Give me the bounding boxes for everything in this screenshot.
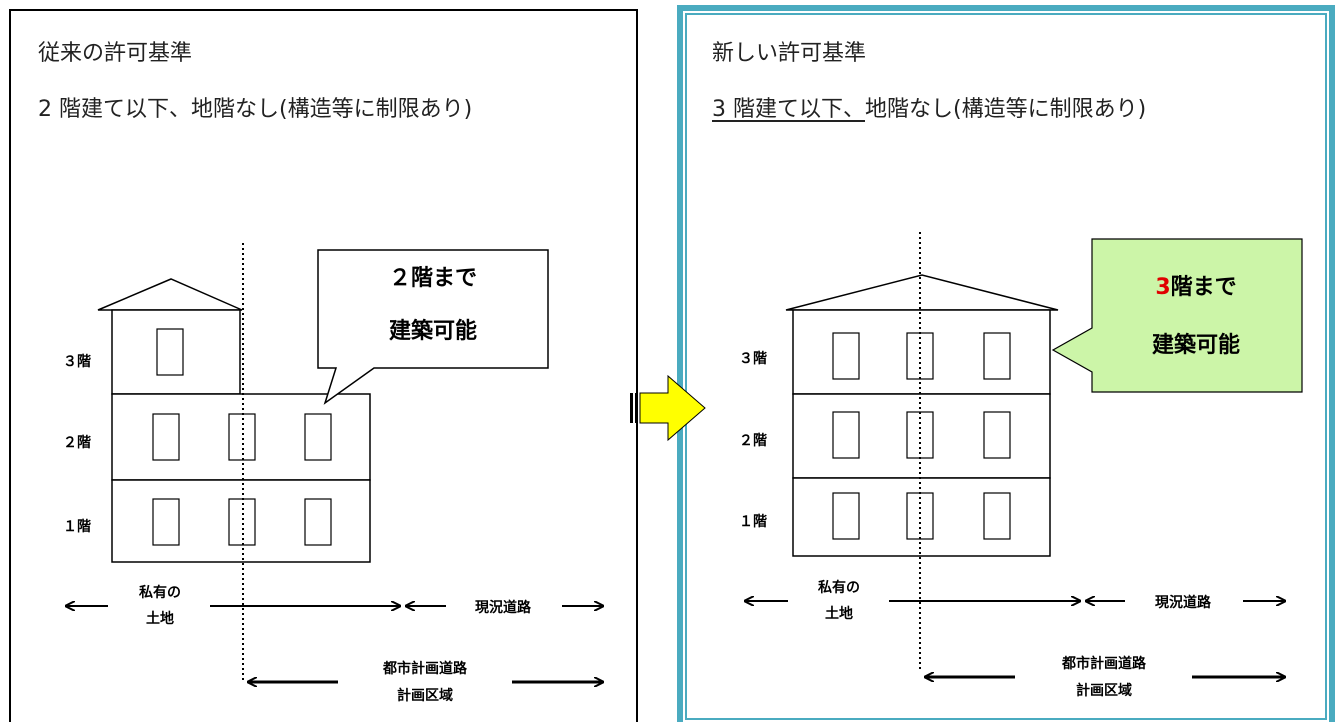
window	[906, 492, 934, 540]
new-standard-subtitle: 3 階建て以下、地階なし(構造等に制限あり)	[712, 91, 1146, 123]
old-floor2-label: ２階	[63, 434, 91, 451]
old-planned-road-label-2: 計画区域	[397, 687, 453, 704]
old-callout-line2: 建築可能	[389, 318, 477, 344]
old-floor1-label: １階	[63, 518, 91, 535]
transition-arrow	[630, 374, 706, 442]
new-floor1-label: １階	[739, 513, 767, 530]
new-standard-panel	[677, 5, 1335, 722]
new-callout-line2: 建築可能	[1152, 332, 1240, 358]
old-standard-panel	[9, 9, 638, 722]
old-private-land-label-2: 土地	[146, 610, 174, 627]
window	[832, 332, 860, 380]
old-standard-title: 従来の許可基準	[38, 41, 193, 66]
new-standard-title: 新しい許可基準	[712, 41, 867, 66]
new-callout-line1: 3階まで	[1155, 275, 1236, 300]
window	[304, 498, 332, 546]
window	[983, 411, 1011, 459]
new-floor2-label: ２階	[739, 432, 767, 449]
new-planned-road-label-1: 都市計画道路	[1061, 655, 1147, 672]
window	[156, 328, 184, 376]
window	[983, 332, 1011, 380]
old-building	[97, 278, 371, 563]
window	[832, 492, 860, 540]
window	[304, 413, 332, 461]
new-planned-road-label-2: 計画区域	[1076, 682, 1132, 699]
new-callout-line1-rest: 階まで	[1171, 275, 1237, 300]
new-callout-number: 3	[1155, 275, 1170, 300]
old-current-road-label: 現況道路	[475, 599, 532, 616]
new-floor3-label: ３階	[739, 350, 767, 367]
window	[983, 492, 1011, 540]
new-current-road-label: 現況道路	[1155, 594, 1212, 611]
window	[152, 498, 180, 546]
new-standard-subtitle-rest: 地階なし(構造等に制限あり)	[865, 97, 1147, 122]
new-building	[785, 274, 1059, 557]
old-callout-line1: ２階まで	[389, 266, 477, 291]
old-planned-road-label-1: 都市計画道路	[382, 660, 468, 677]
old-private-land-label-1: 私有の	[139, 584, 181, 601]
old-standard-subtitle: 2 階建て以下、地階なし(構造等に制限あり)	[38, 97, 473, 122]
new-roof	[785, 274, 1059, 311]
new-private-land-label-1: 私有の	[818, 579, 860, 596]
new-standard-subtitle-highlight: 3 階建て以下、	[712, 97, 865, 122]
new-private-land-label-2: 土地	[825, 605, 853, 622]
new-callout-bubble	[1051, 238, 1303, 393]
window	[152, 413, 180, 461]
old-callout-bubble	[317, 249, 549, 405]
old-roof	[97, 278, 243, 311]
old-floor3-label: ３階	[63, 353, 91, 370]
window	[832, 411, 860, 459]
